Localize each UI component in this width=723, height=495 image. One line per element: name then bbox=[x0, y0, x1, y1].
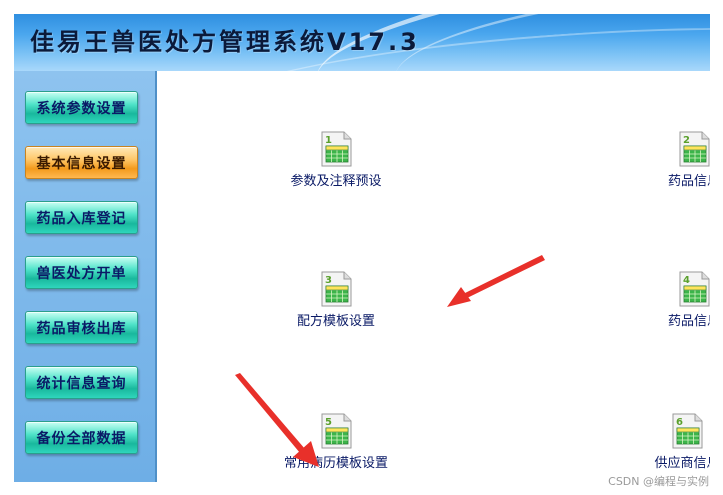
red-arrow-icon bbox=[447, 255, 545, 307]
app-window: 佳易王兽医处方管理系统V17.3 系统参数设置 基本信息设置 药品入库登记 兽医… bbox=[14, 14, 710, 482]
nav-basic-info-button[interactable]: 基本信息设置 bbox=[25, 146, 138, 179]
tile-number: 4 bbox=[683, 275, 690, 286]
spreadsheet-document-icon: 5 bbox=[321, 413, 352, 449]
main-panel: 1 参数及注释预设 2 药品信息 3 bbox=[157, 71, 710, 482]
tile-drug-info[interactable]: 2 药品信息 bbox=[619, 131, 710, 191]
tile-number: 3 bbox=[325, 275, 332, 286]
tile-params-presets[interactable]: 1 参数及注释预设 bbox=[261, 131, 411, 191]
tile-formula-template[interactable]: 3 配方模板设置 bbox=[261, 271, 411, 331]
spreadsheet-document-icon: 3 bbox=[321, 271, 352, 307]
spreadsheet-document-icon: 6 bbox=[672, 413, 703, 449]
title-banner: 佳易王兽医处方管理系统V17.3 bbox=[14, 14, 710, 71]
tile-label: 参数及注释预设 bbox=[290, 174, 382, 189]
tile-label: 配方模板设置 bbox=[296, 314, 375, 329]
tile-supplier-info[interactable]: 6 供应商信息 bbox=[612, 413, 710, 473]
nav-statistics-button[interactable]: 统计信息查询 bbox=[25, 366, 138, 399]
tile-number: 2 bbox=[683, 135, 690, 146]
nav-audit-out-button[interactable]: 药品审核出库 bbox=[25, 311, 138, 344]
tile-label: 供应商信息 bbox=[654, 456, 710, 471]
sidebar: 系统参数设置 基本信息设置 药品入库登记 兽医处方开单 药品审核出库 统计信息查… bbox=[14, 71, 157, 482]
tile-label: 药品信息 bbox=[667, 314, 710, 329]
tile-drug-info-2[interactable]: 4 药品信息 bbox=[619, 271, 710, 331]
red-arrow-icon bbox=[235, 373, 319, 467]
spreadsheet-document-icon: 2 bbox=[679, 131, 710, 167]
tile-number: 6 bbox=[676, 417, 683, 428]
nav-system-params-button[interactable]: 系统参数设置 bbox=[25, 91, 138, 124]
spreadsheet-document-icon: 4 bbox=[679, 271, 710, 307]
nav-prescription-button[interactable]: 兽医处方开单 bbox=[25, 256, 138, 289]
tile-number: 5 bbox=[325, 417, 332, 428]
watermark: CSDN @编程与实例 bbox=[608, 475, 709, 488]
tile-label: 药品信息 bbox=[667, 174, 710, 189]
nav-stock-in-button[interactable]: 药品入库登记 bbox=[25, 201, 138, 234]
tile-number: 1 bbox=[325, 135, 332, 146]
spreadsheet-document-icon: 1 bbox=[321, 131, 352, 167]
nav-backup-button[interactable]: 备份全部数据 bbox=[25, 421, 138, 454]
app-title: 佳易王兽医处方管理系统V17.3 bbox=[30, 28, 420, 56]
